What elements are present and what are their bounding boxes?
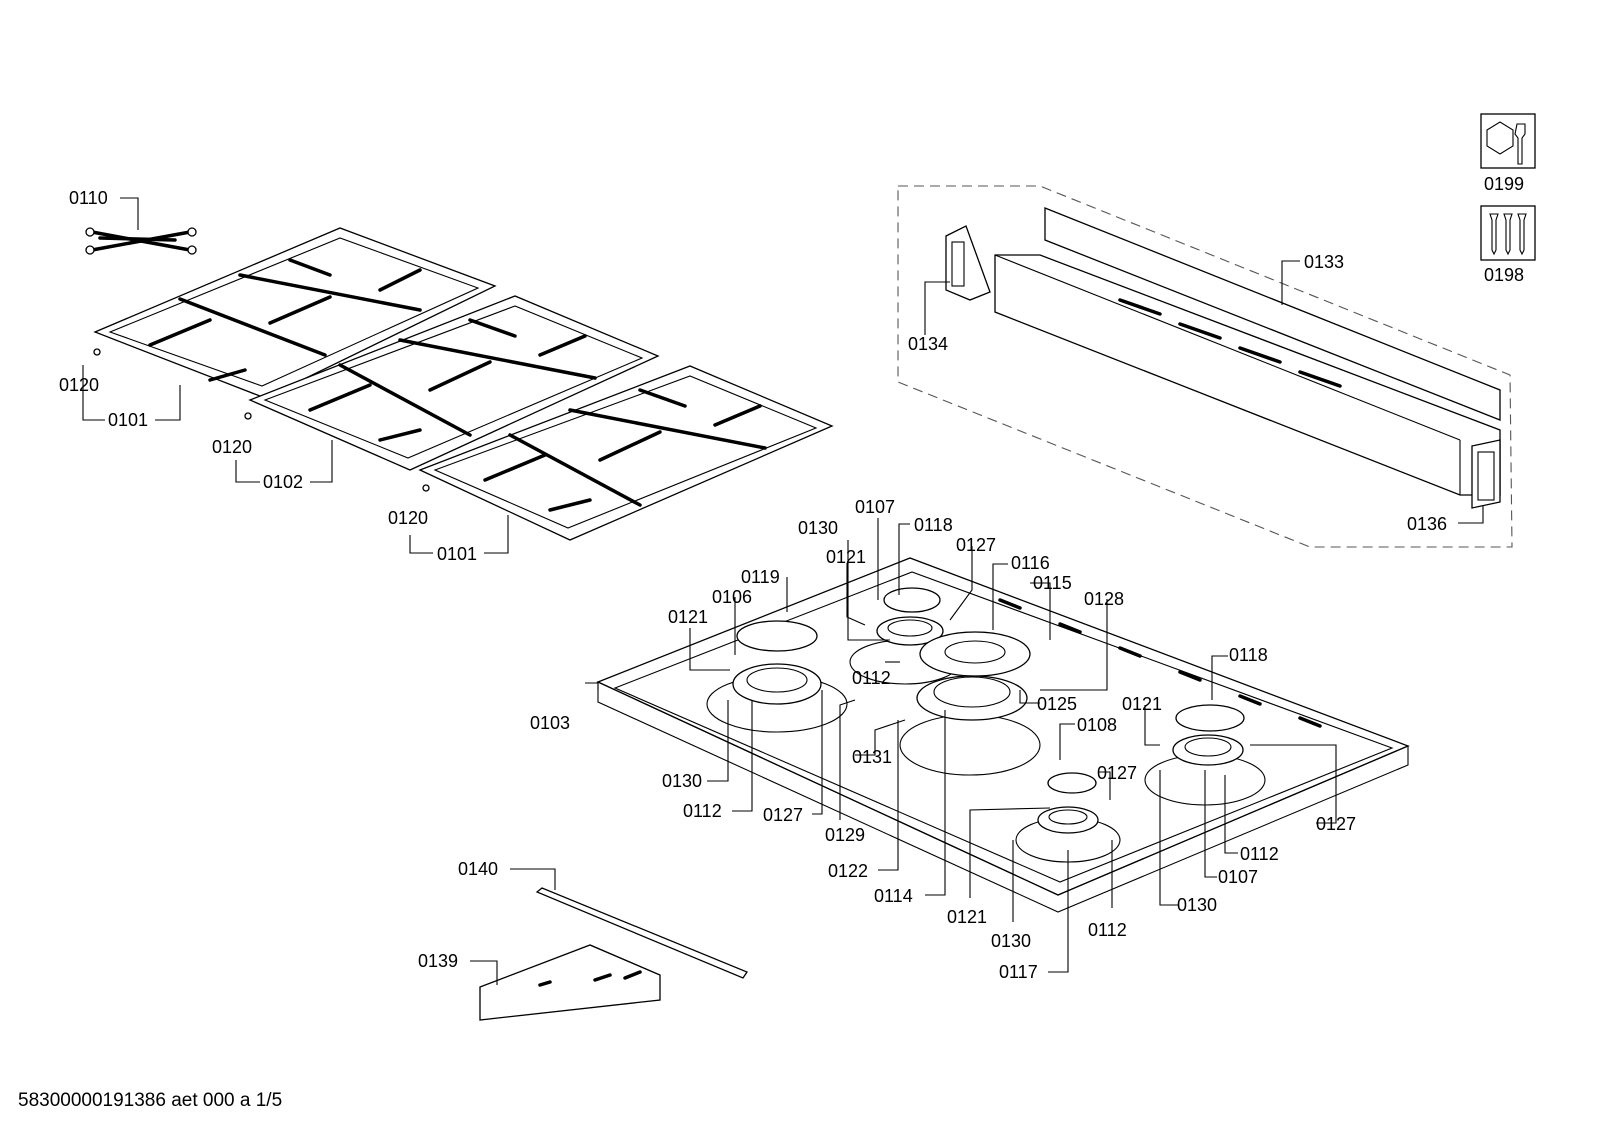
label-0119: 0119 [741,567,780,587]
label-0134: 0134 [908,334,948,354]
label-0140: 0140 [458,859,498,879]
end-cap-left[interactable] [945,225,991,301]
label-0102: 0102 [263,472,303,492]
label-0101: 0101 [108,410,148,430]
end-cap-right[interactable] [1471,439,1501,509]
pan-support-right[interactable] [418,365,834,541]
pan-support-center[interactable] [248,295,660,471]
part-labels: 0110 0120 0101 0120 0102 0120 0101 0134 … [59,174,1524,982]
label-0107: 0107 [1218,867,1258,887]
label-0112: 0112 [1088,920,1127,940]
label-0131: 0131 [852,747,892,767]
label-0130: 0130 [798,518,838,538]
label-0112: 0112 [852,668,891,688]
control-bracket[interactable] [479,944,661,1021]
label-0130: 0130 [662,771,702,791]
document-reference-footer: 58300000191386 aet 000 a 1/5 [18,1090,283,1111]
label-0103: 0103 [530,713,570,733]
label-0139: 0139 [418,951,458,971]
backguard-panel[interactable] [994,207,1501,496]
label-0118: 0118 [914,515,953,535]
label-0125: 0125 [1037,694,1077,714]
label-0198: 0198 [1484,265,1524,285]
label-0117: 0117 [999,962,1038,982]
burner-rear-left[interactable] [706,620,848,733]
tool-kit-icon[interactable] [1480,113,1536,169]
label-0121: 0121 [668,607,708,627]
label-0107: 0107 [855,497,895,517]
burner-right[interactable] [1144,704,1266,806]
burner-rear-center[interactable] [849,587,961,685]
label-0136: 0136 [1407,514,1447,534]
label-0120: 0120 [388,508,428,528]
label-0120: 0120 [212,437,252,457]
label-0130: 0130 [1177,895,1217,915]
label-0129: 0129 [825,825,865,845]
foot-a[interactable] [93,348,101,356]
label-0127: 0127 [1316,814,1356,834]
label-0106: 0106 [712,587,752,607]
label-0114: 0114 [874,886,913,906]
label-0115: 0115 [1033,573,1072,593]
foot-c[interactable] [422,484,430,492]
label-0122: 0122 [828,861,868,881]
label-0133: 0133 [1304,252,1344,272]
label-0130: 0130 [991,931,1031,951]
label-0127: 0127 [956,535,996,555]
label-0127: 0127 [763,805,803,825]
label-0128: 0128 [1084,589,1124,609]
label-0121: 0121 [947,907,987,927]
label-0118: 0118 [1229,645,1268,665]
screw-set-icon[interactable] [1480,205,1536,261]
label-0120: 0120 [59,375,99,395]
label-0199: 0199 [1484,174,1524,194]
backguard-group-outline [897,185,1513,548]
burner-front-center[interactable] [1015,772,1121,863]
foot-b[interactable] [244,412,252,420]
label-0110: 0110 [69,188,108,208]
label-0101: 0101 [437,544,477,564]
label-0127: 0127 [1097,763,1137,783]
label-0116: 0116 [1011,553,1050,573]
label-0108: 0108 [1077,715,1117,735]
label-0112: 0112 [1240,844,1279,864]
front-trim-strip[interactable] [535,887,748,979]
label-0112: 0112 [683,801,722,821]
burner-wok-center[interactable] [899,631,1041,776]
pan-support-left[interactable] [93,227,497,399]
rubber-feet-set[interactable] [85,227,197,255]
label-0121: 0121 [1122,694,1162,714]
leader-lines [82,197,1484,985]
label-0121: 0121 [826,547,866,567]
cooktop-tray[interactable] [596,557,1410,913]
